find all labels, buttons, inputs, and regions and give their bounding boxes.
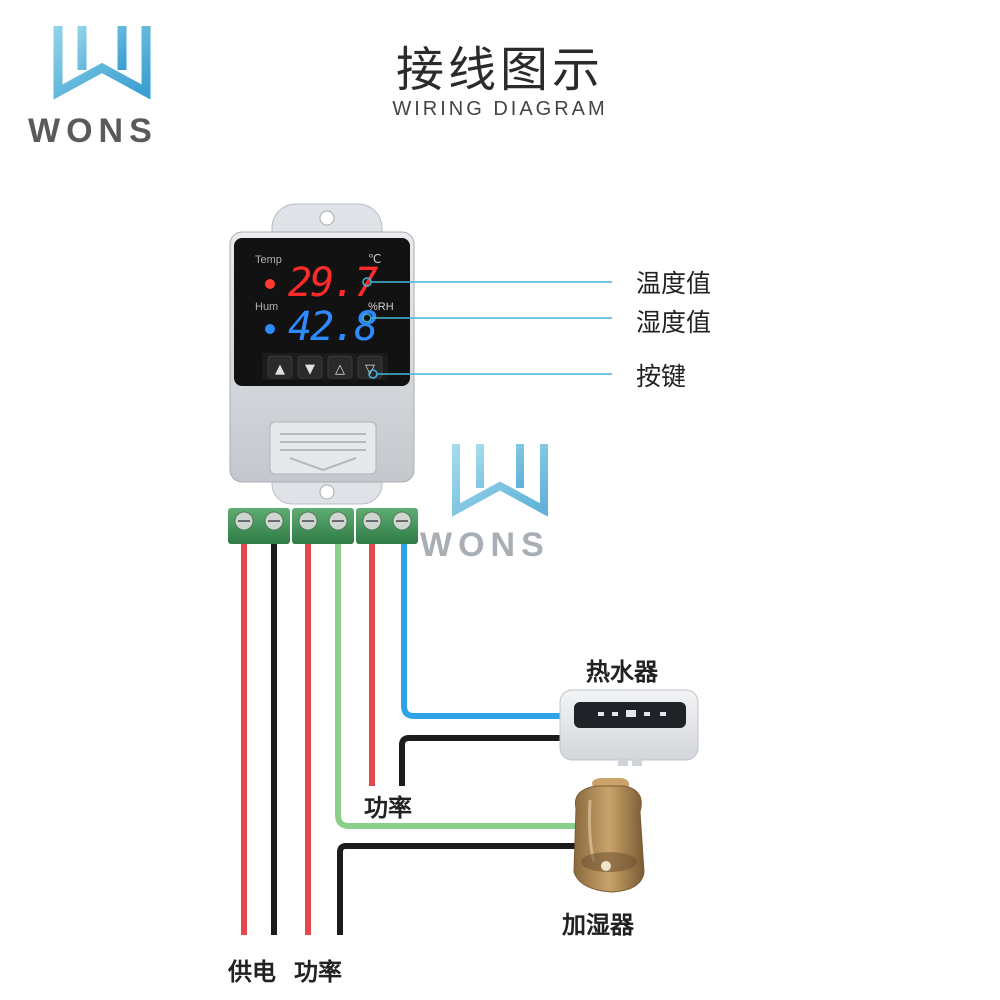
power-label-humidifier: 功率 xyxy=(294,958,342,986)
watermark-logo-icon xyxy=(452,444,548,517)
brand-watermark: WONS xyxy=(420,526,550,564)
hum-label: Hum xyxy=(255,301,278,313)
humidifier-label: 加湿器 xyxy=(562,911,634,939)
down-filled-button xyxy=(297,355,323,379)
wires xyxy=(241,540,575,935)
up-filled-icon: ▲ xyxy=(275,362,285,377)
water-heater-icon xyxy=(559,689,699,766)
humidifier-black-wire xyxy=(337,843,575,935)
hum-indicator-led xyxy=(265,324,275,334)
humidifier-icon xyxy=(573,778,645,893)
humidifier-green-wire xyxy=(335,540,575,829)
controller-device xyxy=(229,203,415,505)
supply-label: 供电 xyxy=(228,958,276,986)
up-filled-button xyxy=(267,355,293,379)
up-outline-button xyxy=(327,355,353,379)
heater-blue-wire xyxy=(401,540,565,719)
temp-label: Temp xyxy=(255,254,282,266)
down-outline-button xyxy=(357,355,383,379)
up-outline-icon: △ xyxy=(335,362,345,377)
temp-indicator-led xyxy=(265,279,275,289)
terminal-blocks xyxy=(228,508,418,544)
water-heater-label: 热水器 xyxy=(586,658,658,686)
page-subtitle: WIRING DIAGRAM xyxy=(392,98,608,120)
brand-name: WONS xyxy=(28,112,158,150)
temp-unit: ℃ xyxy=(368,252,381,266)
terminal-block-heater xyxy=(356,508,418,544)
callout-humidity: 湿度值 xyxy=(636,308,712,337)
brand-logo-icon xyxy=(53,26,151,100)
callout-keys: 按键 xyxy=(636,362,687,391)
hum-value: 42.8 xyxy=(288,304,376,350)
callout-temperature: 温度值 xyxy=(636,269,712,298)
page-title: 接线图示 xyxy=(395,42,604,98)
down-outline-icon: ▽ xyxy=(365,362,375,377)
terminal-block-humidifier xyxy=(292,508,354,544)
power-label-heater: 功率 xyxy=(364,794,412,822)
terminal-block-supply xyxy=(228,508,290,544)
hum-unit: %RH xyxy=(368,301,394,313)
temp-value: 29.7 xyxy=(288,260,378,306)
callout-lines xyxy=(362,277,612,379)
heater-black-wire xyxy=(399,735,565,786)
down-filled-icon: ▼ xyxy=(305,362,315,377)
